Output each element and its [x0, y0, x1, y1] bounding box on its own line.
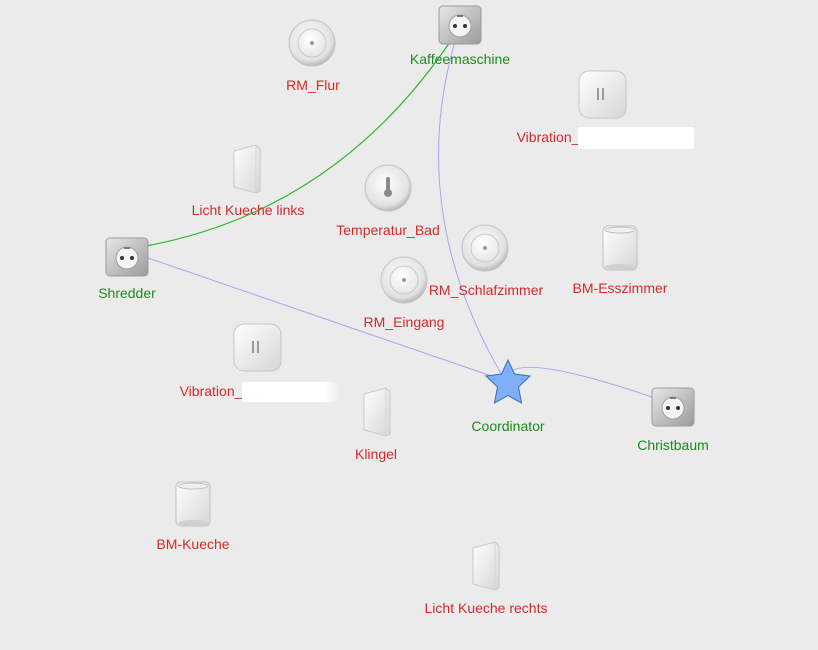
node-label-christbaum: Christbaum	[637, 437, 709, 453]
wall-switch-icon[interactable]	[363, 387, 391, 437]
smart-plug-icon[interactable]	[651, 387, 695, 427]
smart-plug-icon[interactable]	[105, 237, 149, 277]
node-label-vibration-2: Vibration_	[179, 383, 243, 399]
node-label-rm-flur: RM_Flur	[286, 77, 340, 93]
node-label-rm-schlafzimmer: RM_Schlafzimmer	[428, 282, 544, 298]
redaction-mask	[242, 382, 338, 402]
node-label-coordinator: Coordinator	[471, 418, 545, 434]
smoke-detector-icon[interactable]	[288, 19, 336, 67]
redaction-mask	[578, 127, 694, 149]
node-label-vibration-1: Vibration_	[516, 129, 580, 145]
wall-switch-icon[interactable]	[233, 144, 261, 194]
link-kaffeemaschine-coordinator	[438, 37, 504, 378]
link-shredder-coordinator	[147, 257, 504, 381]
node-label-licht-kueche-rechts: Licht Kueche rechts	[424, 600, 548, 616]
smart-plug-icon[interactable]	[438, 5, 482, 45]
node-label-kaffeemaschine: Kaffeemaschine	[409, 51, 511, 67]
node-label-bm-kueche: BM-Kueche	[156, 536, 230, 552]
link-coordinator-christbaum	[507, 366, 656, 399]
motion-sensor-icon[interactable]	[602, 225, 638, 271]
vibration-sensor-icon[interactable]	[578, 70, 627, 119]
node-label-licht-kueche-links: Licht Kueche links	[191, 202, 305, 218]
link-shredder-kaffeemaschine	[145, 32, 457, 247]
coordinator-star-icon[interactable]	[484, 358, 532, 404]
node-label-bm-esszimmer: BM-Esszimmer	[572, 280, 668, 296]
node-label-temperatur-bad: Temperatur_Bad	[336, 222, 440, 238]
wall-switch-icon[interactable]	[472, 541, 500, 591]
node-label-shredder: Shredder	[98, 285, 156, 301]
vibration-sensor-icon[interactable]	[233, 323, 282, 372]
node-label-rm-eingang: RM_Eingang	[363, 314, 445, 330]
motion-sensor-icon[interactable]	[175, 481, 211, 527]
smoke-detector-icon[interactable]	[461, 224, 509, 272]
smoke-detector-icon[interactable]	[380, 256, 428, 304]
node-label-klingel: Klingel	[354, 446, 398, 462]
temperature-sensor-icon[interactable]	[364, 164, 412, 212]
